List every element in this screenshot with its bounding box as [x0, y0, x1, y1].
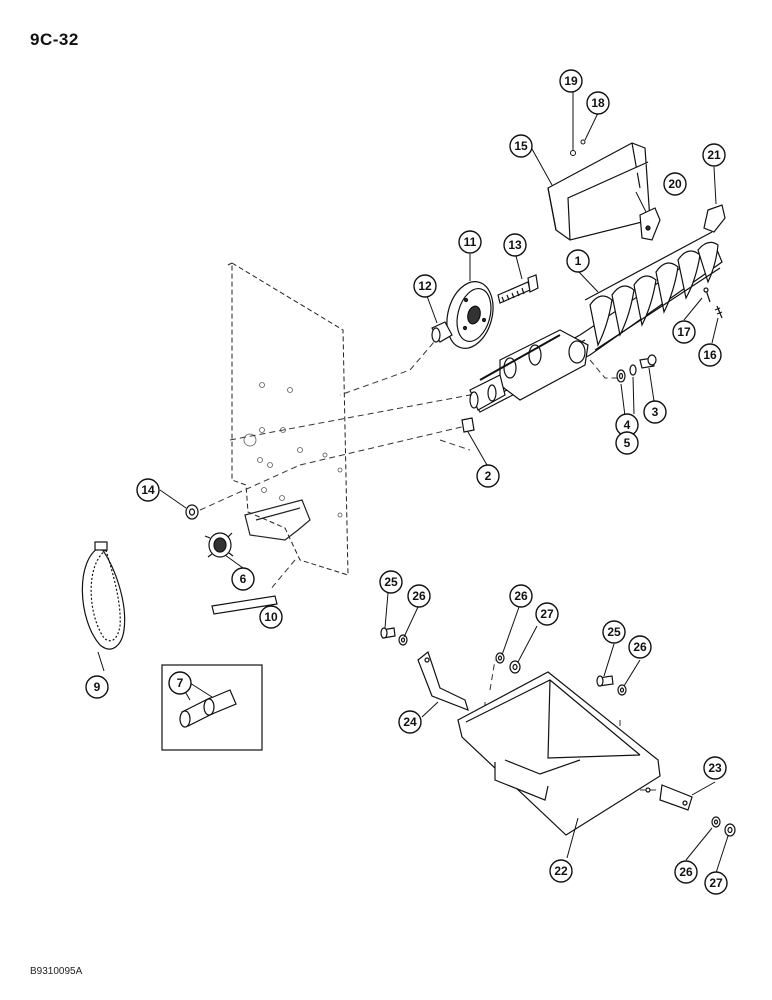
callout-circles: [85, 69, 728, 895]
callout-24: 24: [403, 715, 417, 729]
callout-3: 3: [652, 405, 659, 419]
nut-part-5: [616, 369, 626, 383]
callout-4: 4: [624, 418, 631, 432]
auger-part: [469, 231, 723, 413]
pulley-part: [446, 281, 494, 349]
spacer-bushing-part: [431, 321, 453, 343]
bar-part-10: [211, 595, 278, 615]
page-number: 9C-32: [30, 30, 79, 49]
bolt-part-25b: [596, 675, 614, 687]
callout-21: 21: [707, 148, 721, 162]
panel-holes: [243, 382, 343, 518]
tray-part: [456, 671, 661, 836]
auger-hub: [469, 329, 589, 411]
callout-27b: 27: [709, 876, 723, 890]
callout-26d: 26: [679, 865, 693, 879]
fastener-part-18: [580, 139, 586, 145]
callout-20: 20: [668, 177, 682, 191]
callout-26a: 26: [412, 589, 426, 603]
bracket-part-20: [639, 207, 661, 241]
callout-19: 19: [564, 74, 578, 88]
chain-part: [81, 541, 126, 650]
callout-labels: 1 2 3 4 5 6 7 9 10 11 12 13 14 15 16 17 …: [94, 74, 723, 890]
callout-1: 1: [575, 254, 582, 268]
callout-5: 5: [624, 436, 631, 450]
callout-7: 7: [177, 676, 184, 690]
washer-part-4: [629, 364, 637, 376]
callout-16: 16: [703, 348, 717, 362]
callout-25b: 25: [607, 625, 621, 639]
mounting-panel: [227, 262, 349, 576]
paddle-part-21: [703, 204, 726, 233]
callout-27a: 27: [540, 607, 554, 621]
callout-15: 15: [514, 139, 528, 153]
washer-part-26a: [398, 634, 408, 646]
washer-part-26d: [711, 816, 721, 828]
panel-bracket: [244, 499, 311, 541]
washer-part-26b: [495, 652, 505, 664]
pin-part-17: [703, 287, 711, 303]
key-part: [461, 417, 475, 433]
callout-2: 2: [485, 469, 492, 483]
callout-23: 23: [708, 761, 722, 775]
document-code: B9310095A: [30, 966, 83, 977]
nut-part-14: [185, 504, 199, 520]
callout-25a: 25: [384, 575, 398, 589]
callout-13: 13: [508, 238, 522, 252]
bracket-part-23: [659, 784, 693, 811]
arm-part-24: [417, 650, 469, 712]
bolt-part-25a: [380, 627, 396, 639]
fastener-part-19: [570, 150, 576, 156]
callout-9: 9: [94, 680, 101, 694]
callout-26b: 26: [514, 589, 528, 603]
cover-plate-part: [547, 142, 651, 241]
callout-14: 14: [141, 483, 155, 497]
nut-part-27a: [509, 660, 521, 674]
pin-part-16: [714, 305, 723, 319]
callout-22: 22: [554, 864, 568, 878]
callout-leaders: [97, 92, 729, 877]
sprocket-part: [204, 532, 234, 558]
callout-26c: 26: [633, 640, 647, 654]
callout-12: 12: [418, 279, 432, 293]
callout-6: 6: [240, 572, 247, 586]
nut-part-27b: [724, 823, 736, 837]
bushing-kit-box: [161, 664, 263, 751]
callout-10: 10: [264, 610, 278, 624]
washer-part-26c: [617, 684, 627, 696]
callout-18: 18: [591, 96, 605, 110]
bolt-part-13: [497, 274, 539, 304]
callout-11: 11: [464, 235, 477, 249]
bolt-part-3: [639, 354, 657, 369]
callout-17: 17: [677, 325, 691, 339]
